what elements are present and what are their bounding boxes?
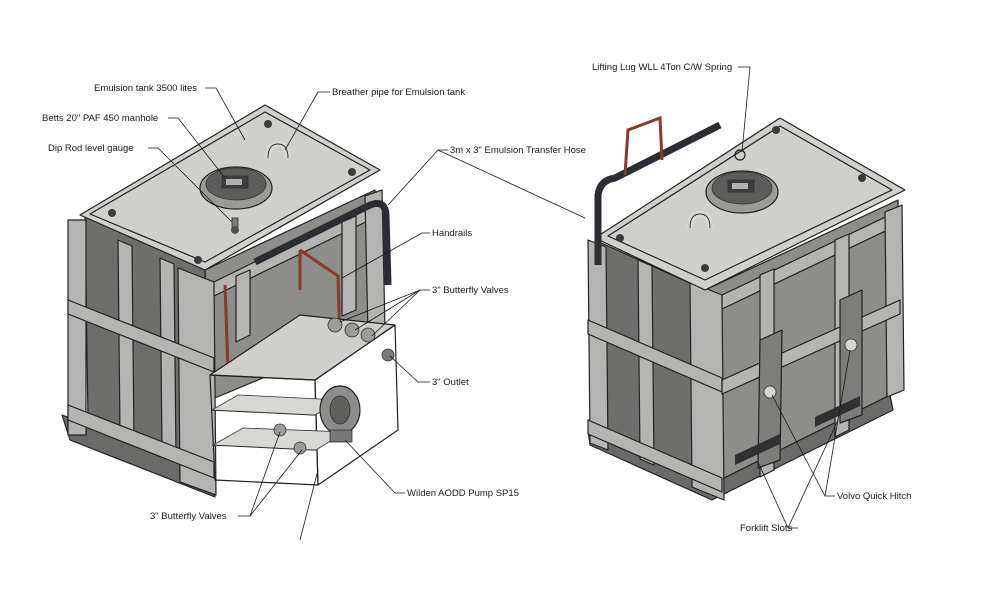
pump-cage (209, 314, 399, 486)
label-emulsion-tank: Emulsion tank 3500 lites (94, 83, 197, 94)
left-frame-left-side (67, 219, 217, 496)
butterfly-valves-upper (327, 317, 376, 343)
left-tank-unit (61, 104, 399, 498)
left-tank-top-rim (89, 111, 371, 263)
label-lifting-lug: Lifting Lug WLL 4Ton C/W Spring (592, 62, 732, 73)
volvo-quick-hitch (757, 289, 863, 469)
butterfly-valves-lower (273, 423, 307, 455)
label-pump: Wilden AODD Pump SP15 (407, 488, 519, 499)
leader-lines (148, 66, 851, 541)
callout-labels: Emulsion tank 3500 lites Breather pipe f… (42, 62, 911, 534)
label-dip-rod: Dip Rod level gauge (48, 143, 134, 154)
transfer-hose-right (594, 121, 722, 265)
handrail-right (623, 115, 664, 176)
manhole-cover (199, 166, 273, 210)
label-breather-pipe: Breather pipe for Emulsion tank (332, 87, 465, 98)
label-forklift-slots: Forklift Slots (740, 523, 793, 534)
left-corner-lugs (108, 120, 356, 264)
forklift-slots (735, 396, 860, 465)
right-frame-left-side (587, 239, 725, 501)
transfer-hose-left (253, 200, 392, 286)
label-butterfly-valves-upper: 3" Butterfly Valves (432, 285, 509, 296)
label-transfer-hose: 3m x 3" Emulsion Transfer Hose (450, 145, 586, 156)
label-volvo-hitch: Volvo Quick Hitch (837, 491, 911, 502)
dip-rod-gauge (231, 217, 239, 234)
right-manhole-cover (705, 170, 779, 214)
label-manhole: Betts 20" PAF 450 manhole (42, 113, 158, 124)
right-tank-unit (587, 115, 906, 501)
right-corner-lugs (616, 126, 866, 272)
label-butterfly-valves-lower: 3" Butterfly Valves (150, 511, 227, 522)
outlet-fitting (381, 348, 395, 362)
lifting-lug (734, 149, 746, 161)
left-frame-front-side (213, 189, 386, 343)
label-handrails: Handrails (432, 228, 472, 239)
label-outlet: 3" Outlet (432, 377, 469, 388)
